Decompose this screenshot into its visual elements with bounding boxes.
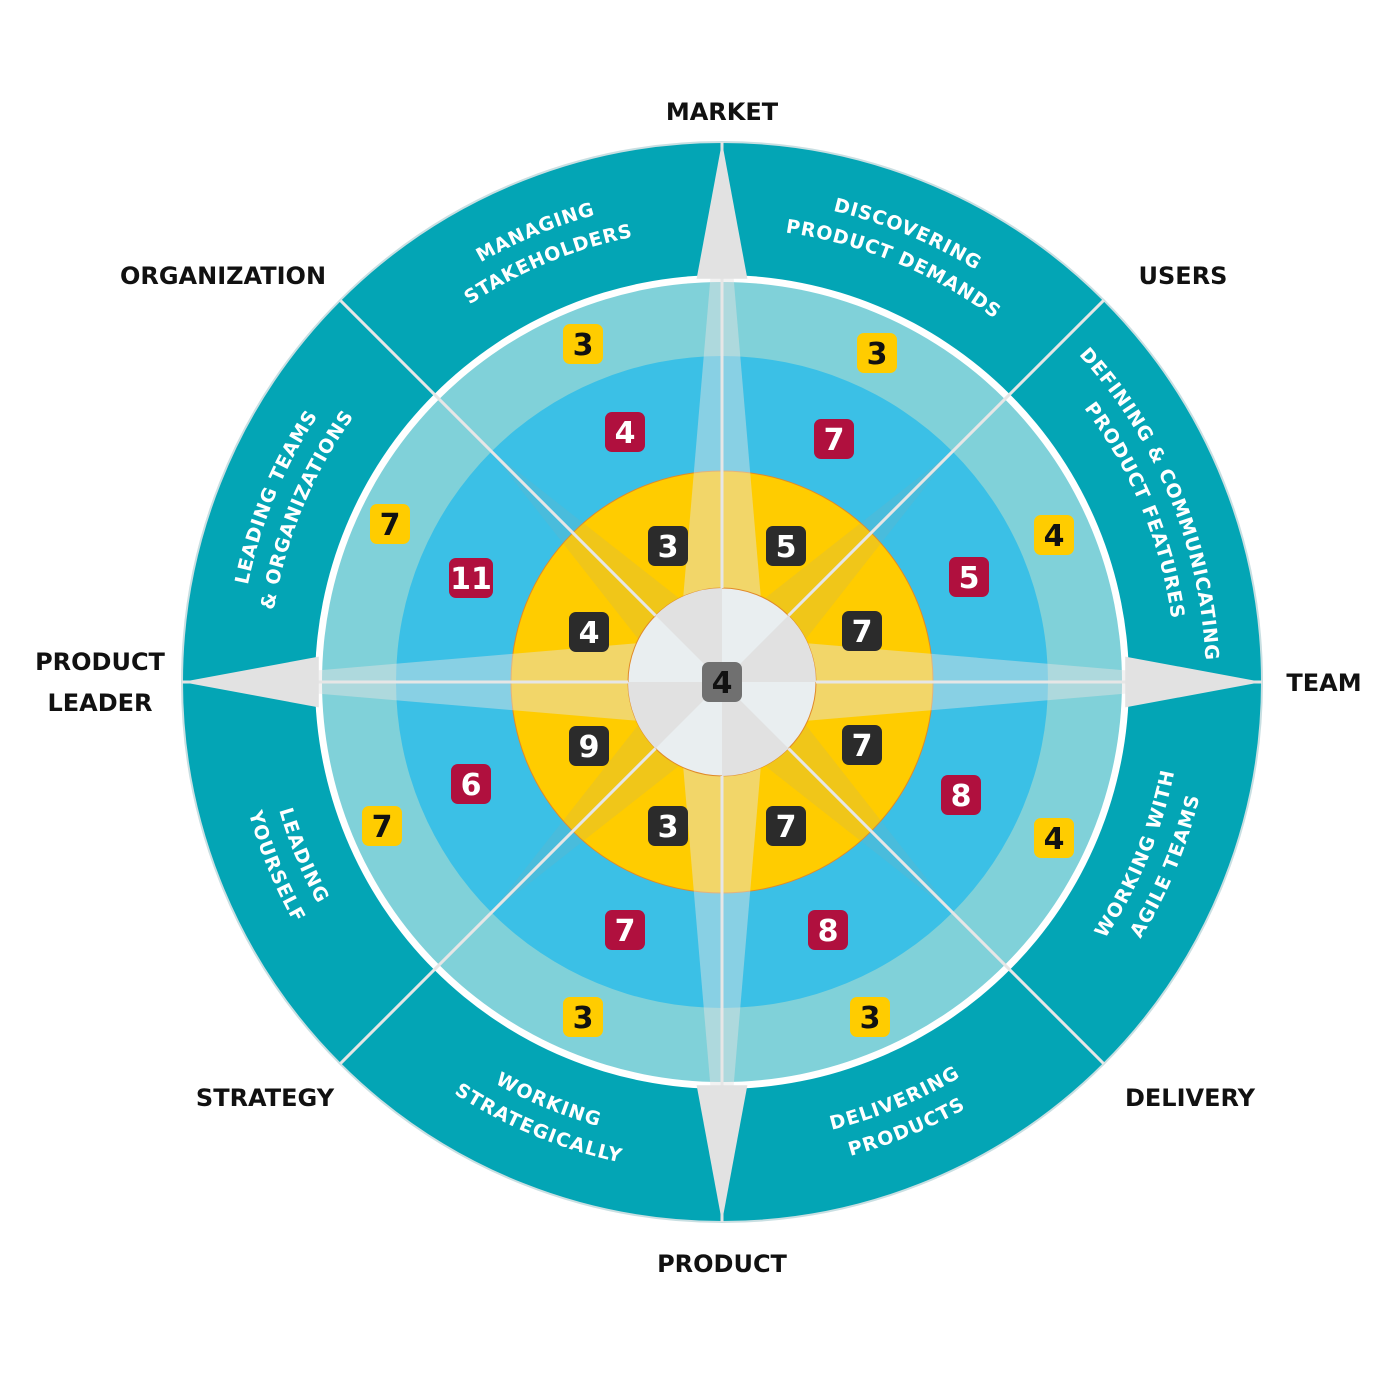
segment-divider: [339, 299, 657, 617]
svg-text:11: 11: [450, 562, 492, 597]
axis-label-product: PRODUCT: [657, 1250, 787, 1278]
svg-text:4: 4: [1044, 519, 1065, 554]
svg-text:3: 3: [867, 337, 888, 372]
segment-divider: [787, 747, 1105, 1065]
score-badge-yellow: 7: [370, 504, 410, 544]
axis-label-delivery: DELIVERY: [1125, 1084, 1256, 1112]
svg-text:7: 7: [615, 914, 636, 949]
svg-text:7: 7: [372, 810, 393, 845]
svg-text:8: 8: [951, 779, 972, 814]
compass-point-icon: [1125, 656, 1262, 708]
axis-label-product-leader-1: PRODUCT: [35, 648, 165, 676]
axis-label-market: MARKET: [666, 98, 779, 126]
svg-text:7: 7: [776, 810, 797, 845]
score-badge-yellow: 4: [1034, 515, 1074, 555]
compass-point-icon: [696, 1085, 748, 1222]
svg-text:4: 4: [579, 616, 600, 651]
axis-label-product-leader-2: LEADER: [47, 689, 152, 717]
score-badge-dark: 5: [766, 526, 806, 566]
score-badge-yellow: 3: [563, 324, 603, 364]
svg-text:5: 5: [776, 530, 797, 565]
score-badge-red: 7: [605, 910, 645, 950]
svg-text:7: 7: [852, 729, 873, 764]
score-badge-red: 8: [941, 775, 981, 815]
axis-label-strategy: STRATEGY: [196, 1084, 335, 1112]
score-badge-dark: 7: [842, 725, 882, 765]
axis-label-team: TEAM: [1286, 669, 1361, 697]
axis-labels: MARKET USERS TEAM DELIVERY PRODUCT STRATEGY PR…: [35, 98, 1362, 1278]
svg-text:7: 7: [380, 508, 401, 543]
svg-text:4: 4: [1044, 822, 1065, 857]
score-badge-dark: 3: [648, 526, 688, 566]
score-badge-yellow: 3: [857, 333, 897, 373]
score-badge-yellow: 3: [563, 997, 603, 1037]
svg-text:7: 7: [852, 615, 873, 650]
score-badge-dark: 7: [766, 806, 806, 846]
svg-text:9: 9: [579, 730, 600, 765]
score-badge-red: 5: [949, 557, 989, 597]
svg-text:3: 3: [860, 1001, 881, 1036]
svg-text:6: 6: [461, 768, 482, 803]
svg-text:4: 4: [712, 666, 733, 701]
svg-text:3: 3: [573, 1001, 594, 1036]
svg-text:3: 3: [658, 810, 679, 845]
axis-label-organization: ORGANIZATION: [120, 262, 326, 290]
score-badge-red: 6: [451, 764, 491, 804]
svg-text:3: 3: [573, 328, 594, 363]
score-badge-dark: 7: [842, 611, 882, 651]
segment-divider: [787, 299, 1105, 617]
score-badge-dark: 3: [648, 806, 688, 846]
score-badge-red: 4: [605, 412, 645, 452]
segment-divider: [339, 747, 657, 1065]
svg-text:4: 4: [615, 416, 636, 451]
svg-text:5: 5: [959, 561, 980, 596]
score-badge-dark: 4: [569, 612, 609, 652]
axis-label-users: USERS: [1139, 262, 1228, 290]
svg-text:7: 7: [824, 423, 845, 458]
compass-point-icon: [182, 656, 319, 708]
score-badge-yellow: 7: [362, 806, 402, 846]
svg-text:8: 8: [818, 914, 839, 949]
svg-text:3: 3: [658, 530, 679, 565]
score-badge-red: 8: [808, 910, 848, 950]
score-badge-center: 4: [702, 662, 742, 702]
score-badge-dark: 9: [569, 726, 609, 766]
score-badge-yellow: 3: [850, 997, 890, 1037]
score-badge-yellow: 4: [1034, 818, 1074, 858]
compass-point-icon: [696, 142, 748, 279]
score-badge-red: 7: [814, 419, 854, 459]
score-badge-red: 11: [449, 558, 493, 598]
